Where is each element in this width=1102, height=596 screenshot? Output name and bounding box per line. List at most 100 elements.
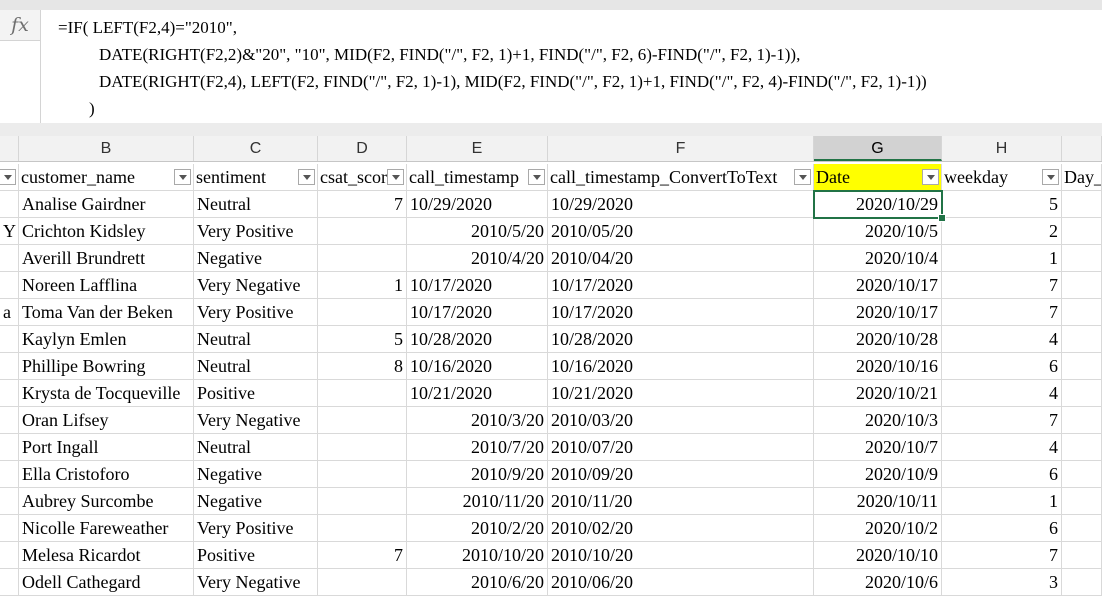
cell-name[interactable]: Melesa Ricardot	[19, 542, 194, 569]
column-header-g[interactable]: G	[814, 136, 942, 161]
cell-ts[interactable]: 10/16/2020	[407, 353, 548, 380]
header-cell-F[interactable]: call_timestamp_ConvertToText	[548, 164, 814, 191]
cell-text[interactable]: 10/17/2020	[548, 299, 814, 326]
cell-sentiment[interactable]: Neutral	[194, 191, 318, 218]
cell-a[interactable]	[0, 191, 19, 218]
cell-csat[interactable]: 8	[318, 353, 407, 380]
cell-name[interactable]: Port Ingall	[19, 434, 194, 461]
column-header-c[interactable]: C	[194, 136, 318, 161]
cell-csat[interactable]	[318, 461, 407, 488]
column-header-h[interactable]: H	[942, 136, 1062, 161]
cell-name[interactable]: Krysta de Tocqueville	[19, 380, 194, 407]
cell-csat[interactable]	[318, 434, 407, 461]
cell-weekday[interactable]: 7	[942, 407, 1062, 434]
cell-ts[interactable]: 2010/3/20	[407, 407, 548, 434]
cell-weekday[interactable]: 4	[942, 434, 1062, 461]
cell-name[interactable]: Noreen Lafflina	[19, 272, 194, 299]
cell-name[interactable]: Ella Cristoforo	[19, 461, 194, 488]
cell-a[interactable]	[0, 272, 19, 299]
cell-sentiment[interactable]: Very Negative	[194, 407, 318, 434]
cell-sentiment[interactable]: Neutral	[194, 326, 318, 353]
cell-i[interactable]	[1062, 272, 1102, 299]
cell-csat[interactable]: 5	[318, 326, 407, 353]
cell-csat[interactable]: 7	[318, 191, 407, 218]
cell-weekday[interactable]: 4	[942, 380, 1062, 407]
cell-sentiment[interactable]: Neutral	[194, 353, 318, 380]
cell-date[interactable]: 2020/10/4	[814, 245, 942, 272]
cell-date[interactable]: 2020/10/9	[814, 461, 942, 488]
cell-ts[interactable]: 2010/5/20	[407, 218, 548, 245]
column-header-e[interactable]: E	[407, 136, 548, 161]
cell-a[interactable]: a	[0, 299, 19, 326]
cell-i[interactable]	[1062, 299, 1102, 326]
cell-sentiment[interactable]: Very Positive	[194, 218, 318, 245]
cell-date[interactable]: 2020/10/28	[814, 326, 942, 353]
header-cell-C[interactable]: sentiment	[194, 164, 318, 191]
cell-text[interactable]: 10/29/2020	[548, 191, 814, 218]
cell-text[interactable]: 2010/05/20	[548, 218, 814, 245]
insert-function-button[interactable]: fx	[0, 10, 41, 41]
cell-sentiment[interactable]: Positive	[194, 542, 318, 569]
cell-a[interactable]	[0, 245, 19, 272]
filter-dropdown-icon[interactable]	[298, 169, 315, 185]
cell-csat[interactable]	[318, 407, 407, 434]
cell-date[interactable]: 2020/10/11	[814, 488, 942, 515]
cell-ts[interactable]: 2010/11/20	[407, 488, 548, 515]
cell-date[interactable]: 2020/10/10	[814, 542, 942, 569]
filter-dropdown-icon[interactable]	[922, 169, 939, 185]
cell-ts[interactable]: 2010/2/20	[407, 515, 548, 542]
cell-name[interactable]: Crichton Kidsley	[19, 218, 194, 245]
cell-name[interactable]: Aubrey Surcombe	[19, 488, 194, 515]
cell-name[interactable]: Toma Van der Beken	[19, 299, 194, 326]
filter-dropdown-icon[interactable]	[1042, 169, 1059, 185]
cell-name[interactable]: Oran Lifsey	[19, 407, 194, 434]
cell-i[interactable]	[1062, 542, 1102, 569]
cell-text[interactable]: 2010/11/20	[548, 488, 814, 515]
cell-text[interactable]: 2010/02/20	[548, 515, 814, 542]
cell-date[interactable]: 2020/10/17	[814, 299, 942, 326]
cell-date[interactable]: 2020/10/5	[814, 218, 942, 245]
cell-ts[interactable]: 10/29/2020	[407, 191, 548, 218]
cell-name[interactable]: Phillipe Bowring	[19, 353, 194, 380]
column-header-a[interactable]	[0, 136, 19, 161]
cell-i[interactable]	[1062, 407, 1102, 434]
cell-i[interactable]	[1062, 326, 1102, 353]
cell-date[interactable]: 2020/10/29	[814, 191, 942, 218]
cell-i[interactable]	[1062, 353, 1102, 380]
cell-weekday[interactable]: 7	[942, 542, 1062, 569]
cell-text[interactable]: 10/16/2020	[548, 353, 814, 380]
cell-text[interactable]: 2010/07/20	[548, 434, 814, 461]
cell-i[interactable]	[1062, 515, 1102, 542]
cell-csat[interactable]	[318, 380, 407, 407]
cell-text[interactable]: 2010/10/20	[548, 542, 814, 569]
cell-weekday[interactable]: 7	[942, 299, 1062, 326]
cell-text[interactable]: 10/21/2020	[548, 380, 814, 407]
cell-csat[interactable]	[318, 515, 407, 542]
cell-text[interactable]: 10/28/2020	[548, 326, 814, 353]
cell-i[interactable]	[1062, 488, 1102, 515]
cell-ts[interactable]: 2010/4/20	[407, 245, 548, 272]
cell-sentiment[interactable]: Very Negative	[194, 272, 318, 299]
filter-dropdown-icon[interactable]	[794, 169, 811, 185]
cell-text[interactable]: 2010/09/20	[548, 461, 814, 488]
column-header-d[interactable]: D	[318, 136, 407, 161]
cell-text[interactable]: 2010/03/20	[548, 407, 814, 434]
cell-sentiment[interactable]: Very Positive	[194, 515, 318, 542]
cell-csat[interactable]	[318, 299, 407, 326]
cell-a[interactable]	[0, 542, 19, 569]
cell-i[interactable]	[1062, 434, 1102, 461]
header-cell-E[interactable]: call_timestamp	[407, 164, 548, 191]
cell-csat[interactable]: 7	[318, 542, 407, 569]
cell-i[interactable]	[1062, 245, 1102, 272]
cell-sentiment[interactable]: Very Positive	[194, 299, 318, 326]
cell-text[interactable]: 10/17/2020	[548, 272, 814, 299]
cell-date[interactable]: 2020/10/21	[814, 380, 942, 407]
cell-a[interactable]	[0, 380, 19, 407]
cell-date[interactable]: 2020/10/7	[814, 434, 942, 461]
cell-a[interactable]	[0, 353, 19, 380]
cell-sentiment[interactable]: Negative	[194, 461, 318, 488]
cell-weekday[interactable]: 4	[942, 326, 1062, 353]
cell-ts[interactable]: 10/21/2020	[407, 380, 548, 407]
cell-csat[interactable]	[318, 488, 407, 515]
cell-a[interactable]	[0, 326, 19, 353]
